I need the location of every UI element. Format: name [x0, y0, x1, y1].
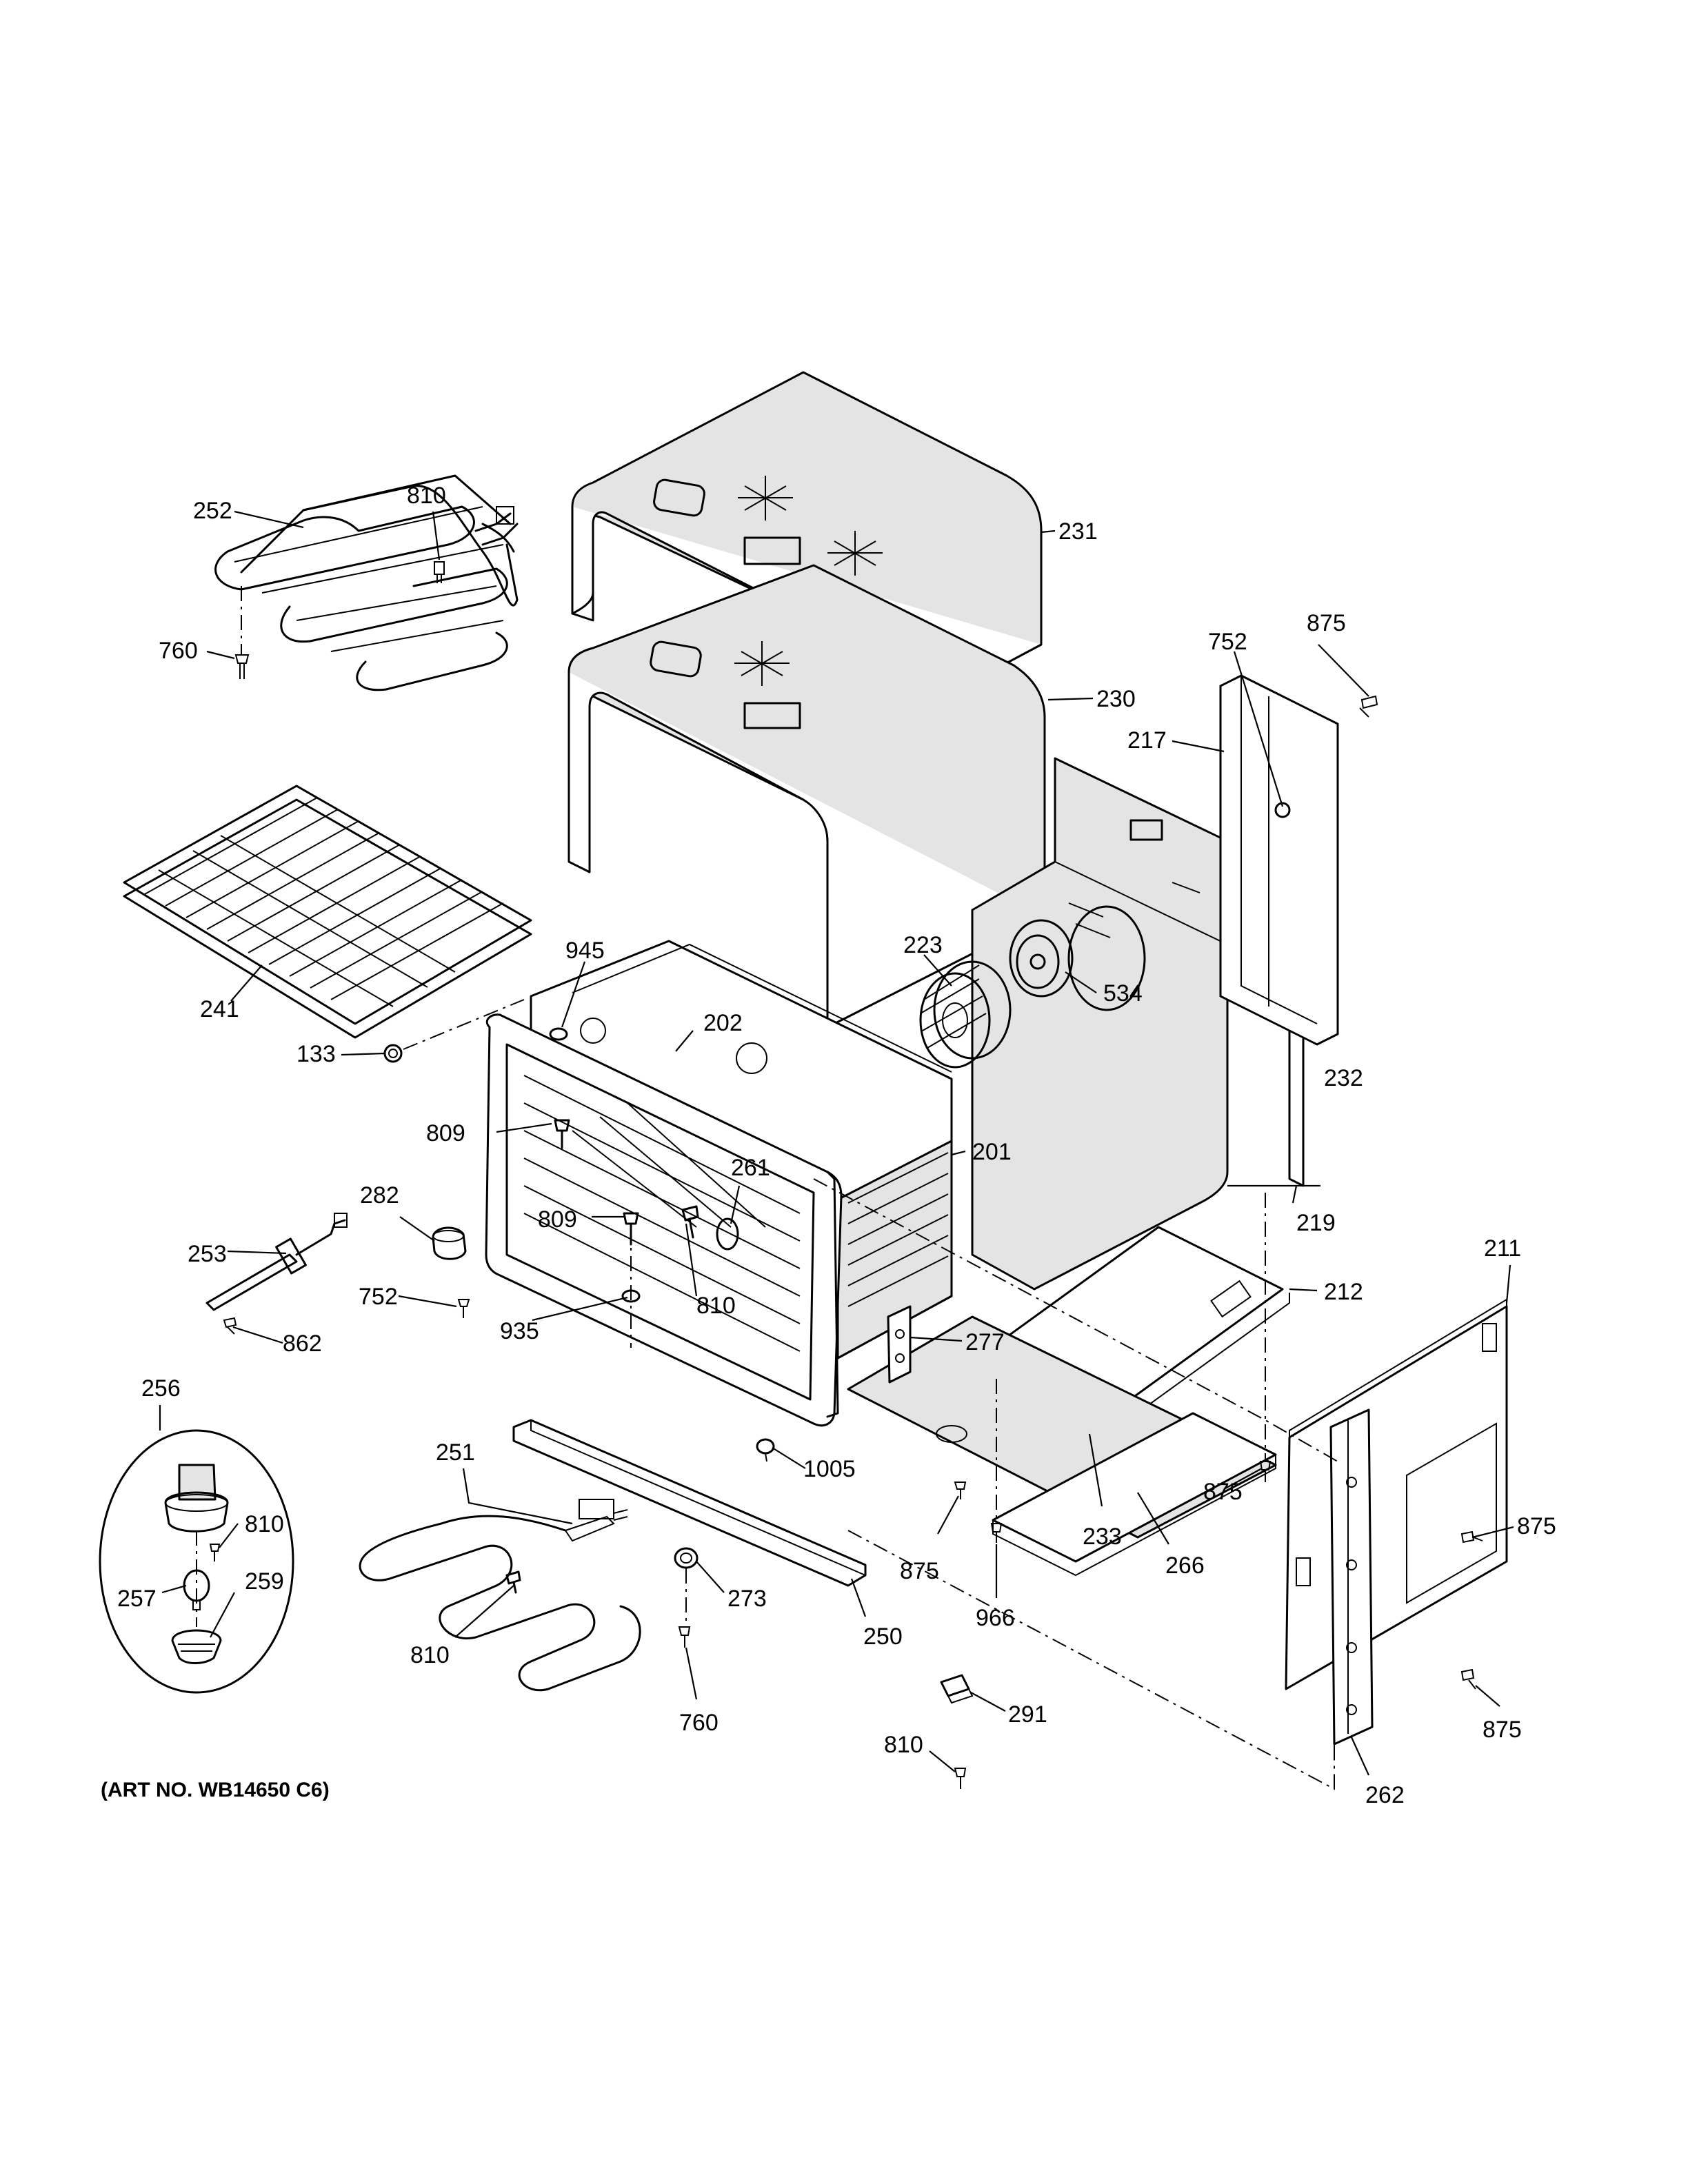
inner-wrapper-230	[567, 564, 1046, 1029]
gasket-strip	[826, 1171, 839, 1418]
callout-219: 219	[1296, 1210, 1336, 1236]
callout-291: 291	[1008, 1701, 1047, 1728]
callout-250: 250	[863, 1624, 903, 1650]
screw-875-mid	[954, 1482, 967, 1499]
callout-810-bottom: 810	[884, 1732, 923, 1758]
bake-element-251	[359, 1499, 641, 1692]
callout-1005: 1005	[803, 1456, 856, 1482]
callout-261: 261	[731, 1155, 770, 1181]
callout-534: 534	[1103, 980, 1143, 1007]
callout-266: 266	[1165, 1553, 1205, 1579]
callout-231: 231	[1058, 518, 1098, 545]
callout-230: 230	[1096, 686, 1136, 712]
callout-935: 935	[500, 1318, 539, 1344]
callout-253: 253	[188, 1241, 227, 1267]
callout-273: 273	[727, 1586, 767, 1612]
callout-875-right-upper: 875	[1203, 1479, 1243, 1505]
convection-fan-223	[919, 960, 1012, 1069]
callout-259: 259	[245, 1568, 284, 1595]
axis-bottom-diagonal	[847, 1530, 1335, 1790]
callout-202: 202	[703, 1010, 743, 1036]
callout-282: 282	[360, 1182, 399, 1209]
knob-282	[432, 1226, 467, 1260]
callout-211: 211	[1484, 1235, 1521, 1262]
callout-862: 862	[283, 1331, 322, 1357]
callout-133: 133	[297, 1041, 336, 1067]
callout-241: 241	[200, 996, 239, 1022]
callout-262: 262	[1365, 1782, 1405, 1808]
screw-966	[990, 1523, 1003, 1543]
callout-201: 201	[972, 1139, 1012, 1165]
front-frame-202	[485, 1013, 843, 1427]
back-bracket-217	[1219, 674, 1339, 1046]
plug-133	[383, 1044, 403, 1063]
sensor-945	[549, 1027, 568, 1041]
hinge-277	[887, 1305, 912, 1384]
callout-966: 966	[976, 1605, 1015, 1631]
light-socket-261	[716, 1217, 739, 1251]
screw-810-top	[434, 561, 445, 583]
callout-277: 277	[965, 1329, 1005, 1355]
temp-sensor-253	[205, 1213, 348, 1311]
callout-251: 251	[436, 1439, 475, 1466]
oven-rack-241	[123, 785, 532, 1039]
bracket-291	[940, 1674, 974, 1704]
fan-motor-534	[1009, 919, 1074, 998]
callout-760-bottom: 760	[679, 1710, 719, 1736]
callout-752-left: 752	[359, 1284, 398, 1310]
screw-809-upper	[554, 1119, 570, 1149]
screw-752-left	[457, 1299, 470, 1318]
broil-element-252	[214, 474, 519, 691]
callout-809-lower: 809	[538, 1206, 577, 1233]
screw-760-top	[234, 654, 250, 679]
axis-133	[403, 999, 525, 1050]
light-assembly-256	[99, 1429, 294, 1694]
art-number-label: (ART NO. WB14650 C6)	[101, 1779, 330, 1801]
side-panel-211	[1285, 1298, 1508, 1690]
callout-875-mid: 875	[900, 1558, 939, 1584]
callout-810-light: 810	[245, 1511, 284, 1537]
callout-810-bake: 810	[410, 1642, 450, 1668]
callout-217: 217	[1127, 727, 1167, 754]
screw-875-right-upper	[1259, 1461, 1272, 1482]
callout-233: 233	[1083, 1524, 1122, 1550]
screw-810-light	[209, 1544, 221, 1561]
vertical-bracket-262	[1329, 1408, 1374, 1746]
callout-809-upper: 809	[426, 1120, 465, 1146]
screw-875-right-low	[1460, 1668, 1476, 1690]
screw-875-top-right	[1359, 695, 1378, 718]
callout-945: 945	[565, 938, 605, 964]
callout-752-top: 752	[1208, 629, 1247, 655]
callout-257: 257	[117, 1586, 157, 1612]
callout-810-top: 810	[407, 483, 446, 509]
callout-212: 212	[1324, 1279, 1363, 1305]
callout-232: 232	[1324, 1065, 1363, 1091]
clip-273	[674, 1547, 699, 1569]
callout-875-top: 875	[1307, 610, 1346, 636]
callout-256: 256	[141, 1375, 181, 1402]
front-trim-250	[512, 1419, 867, 1587]
screw-810-bake	[505, 1570, 521, 1594]
leader-lines	[159, 510, 1514, 1776]
screw-1005	[756, 1438, 775, 1462]
screw-875-right-mid	[1460, 1530, 1483, 1544]
screw-862	[223, 1317, 237, 1335]
callout-810-cavity: 810	[696, 1293, 736, 1319]
callout-875-right-mid: 875	[1517, 1513, 1556, 1539]
callout-252: 252	[193, 498, 232, 524]
screw-810-bottom	[954, 1768, 967, 1789]
screw-810-cavity	[681, 1205, 699, 1239]
screw-760-bottom	[678, 1626, 691, 1648]
callout-223: 223	[903, 932, 943, 958]
callout-875-right-low: 875	[1483, 1717, 1522, 1743]
callout-760-top: 760	[159, 638, 198, 664]
rear-panel-232	[971, 757, 1229, 1291]
